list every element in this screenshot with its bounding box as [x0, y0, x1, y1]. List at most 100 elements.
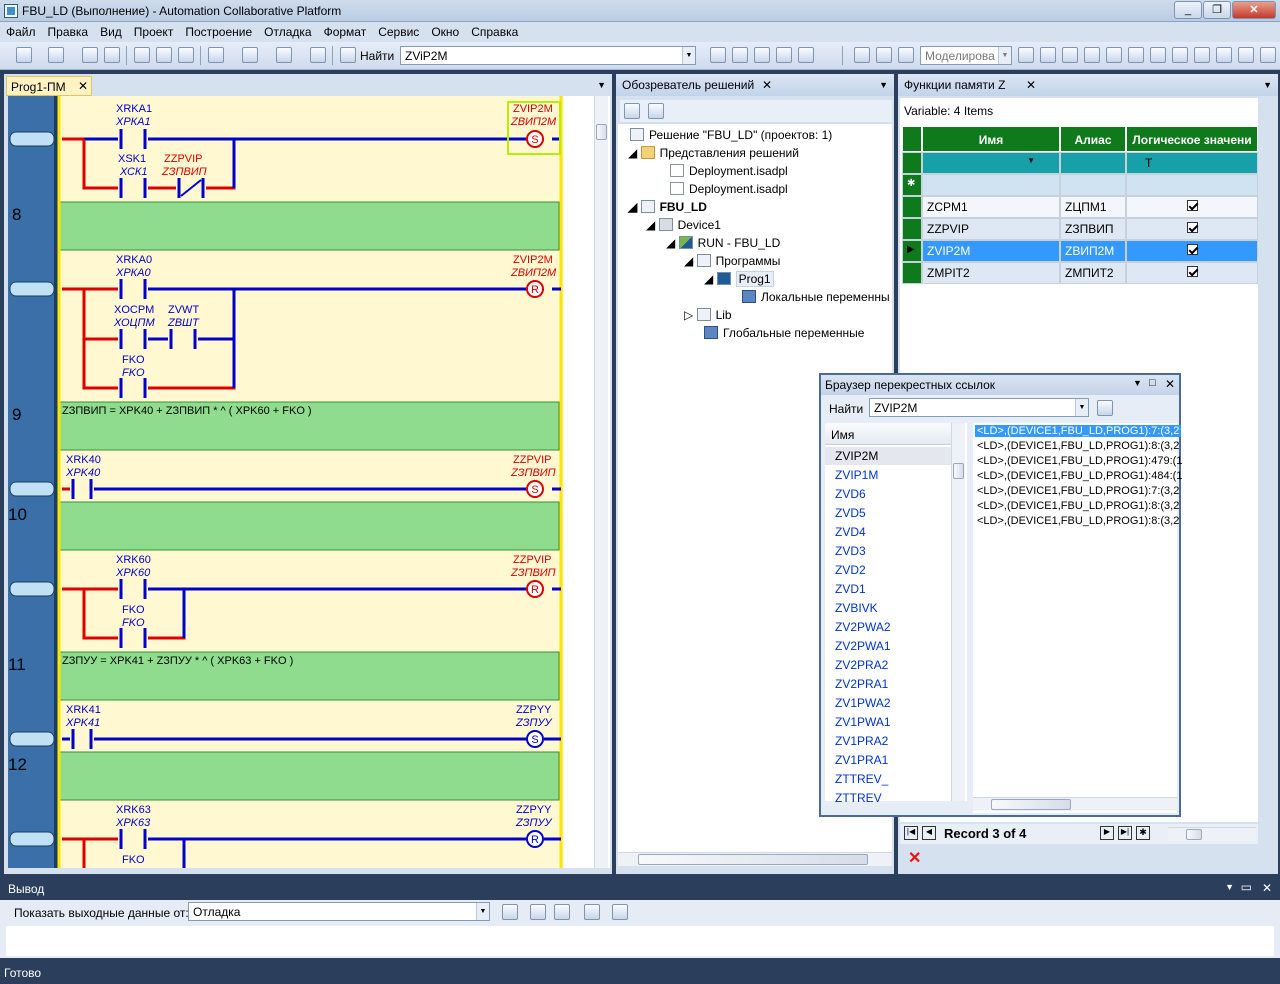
xref-refs-hscroll[interactable]	[973, 797, 1177, 811]
row2-name[interactable]: ZZPVIP	[922, 218, 1060, 240]
simulation-combo[interactable]: Моделирова▼	[920, 46, 1012, 65]
col-name[interactable]: Имя	[922, 126, 1060, 152]
more-icon[interactable]	[1260, 47, 1276, 63]
add-item-icon[interactable]	[48, 47, 64, 63]
menu-file[interactable]: Файл	[6, 25, 36, 39]
xref-name-item[interactable]: ZV2PRA2	[835, 658, 889, 672]
row4-bool[interactable]	[1126, 262, 1258, 284]
tree-solution[interactable]: Решение "FBU_LD" (проектов: 1)	[630, 128, 832, 142]
find-combo[interactable]: ZViP2M▼	[400, 46, 696, 65]
copy-icon[interactable]	[156, 47, 172, 63]
solution-explorer-icon[interactable]	[732, 47, 748, 63]
output-pin-icon[interactable]: ▭	[1240, 880, 1252, 894]
tree-programs[interactable]: ◢ Программы	[684, 254, 781, 268]
xref-find-combo[interactable]: ZVIP2M▼	[869, 398, 1089, 417]
col-alias[interactable]: Алиас	[1060, 126, 1126, 152]
xref-name-item[interactable]: ZVD2	[835, 563, 866, 577]
output-dropdown-icon[interactable]: ▼	[1225, 882, 1234, 892]
find-icon[interactable]	[340, 47, 356, 63]
checkbox-checked[interactable]	[1186, 266, 1198, 277]
row3-bool[interactable]	[1126, 240, 1258, 262]
memory-close-icon[interactable]: ✕	[1026, 78, 1037, 92]
menu-debug[interactable]: Отладка	[264, 25, 312, 39]
menu-help[interactable]: Справка	[471, 25, 519, 39]
xref-names-vscroll[interactable]	[951, 423, 965, 801]
word-wrap-icon[interactable]	[612, 904, 628, 920]
output-source-combo[interactable]: Отладка▼	[188, 902, 490, 921]
xref-name-item[interactable]: ZVD5	[835, 506, 866, 520]
monitor-icon[interactable]	[1150, 47, 1166, 63]
grid3-icon[interactable]	[898, 47, 914, 63]
last-record-button[interactable]: ▶|	[1118, 826, 1132, 840]
tab-prog1[interactable]: Prog1-ПМ ✕	[6, 76, 92, 96]
menu-tools[interactable]: Сервис	[378, 25, 420, 39]
delete-icon[interactable]: ✕	[908, 850, 922, 867]
start-icon[interactable]	[1018, 47, 1034, 63]
ld-canvas[interactable]: S XRKA1 ХРКА1 XSK1 ХСК1 ZZPVIP ZЗПВИП ZV…	[8, 96, 610, 868]
properties-icon[interactable]	[624, 103, 640, 119]
minimize-button[interactable]: _	[1174, 1, 1202, 19]
menu-view[interactable]: Вид	[100, 25, 122, 39]
tree-global-vars[interactable]: Глобальные переменные	[704, 326, 864, 340]
tree-prog1[interactable]: ◢ Prog1	[704, 271, 774, 287]
tree-deployment-2[interactable]: Deployment.isadpl	[670, 182, 788, 196]
step-out-icon[interactable]	[1106, 47, 1122, 63]
solution-close-icon[interactable]: ✕	[762, 78, 773, 92]
xref-name-item[interactable]: ZV2PRA1	[835, 677, 889, 691]
navigate-icon[interactable]	[276, 47, 292, 63]
save-all-icon[interactable]	[104, 47, 120, 63]
xref-reference-item[interactable]: <LD>,(DEVICE1,FBU_LD,PROG1):479:(1	[977, 455, 1183, 467]
menu-format[interactable]: Формат	[323, 25, 367, 39]
save-icon[interactable]	[82, 47, 98, 63]
paste-icon[interactable]	[178, 47, 194, 63]
tab-dropdown-icon[interactable]: ▼	[597, 80, 606, 90]
tree-local-vars[interactable]: Локальные переменны	[742, 290, 890, 304]
tab-close-icon[interactable]: ✕	[77, 79, 88, 93]
next-record-button[interactable]: ▶	[1100, 826, 1114, 840]
row1-bool[interactable]	[1126, 196, 1258, 218]
goto-icon[interactable]	[502, 904, 518, 920]
checkbox-checked[interactable]	[1186, 222, 1198, 233]
xref-name-item[interactable]: ZV1PWA1	[835, 715, 891, 729]
prev-record-button[interactable]: ◀	[922, 826, 936, 840]
cut-icon[interactable]	[134, 47, 150, 63]
xref-name-item[interactable]: ZV1PWA2	[835, 696, 891, 710]
filter-bool[interactable]: T	[1126, 152, 1258, 174]
grid-icon[interactable]	[854, 47, 870, 63]
memory-dropdown-icon[interactable]: ▼	[1263, 80, 1272, 90]
tree-deployment-1[interactable]: Deployment.isadpl	[670, 164, 788, 178]
xref-maximize-icon[interactable]: □	[1149, 377, 1156, 389]
xref-name-item[interactable]: ZTTREV	[835, 791, 882, 805]
menu-edit[interactable]: Правка	[47, 25, 89, 39]
xref-name-item[interactable]: ZV2PWA2	[835, 620, 891, 634]
xref-name-item[interactable]: ZVD3	[835, 544, 866, 558]
xref-name-item[interactable]: ZTTREV_	[835, 772, 889, 786]
watch-icon[interactable]	[1172, 47, 1188, 63]
next-message-icon[interactable]	[554, 904, 570, 920]
tree-views[interactable]: ◢ Представления решений	[628, 146, 799, 160]
device-icon[interactable]	[1216, 47, 1232, 63]
row2-alias[interactable]: ZЗПВИП	[1060, 218, 1126, 240]
xref-name-item[interactable]: ZV1PRA2	[835, 734, 889, 748]
undo-icon[interactable]	[208, 47, 224, 63]
xref-name-item[interactable]: ZV1PRA1	[835, 753, 889, 767]
row3-name[interactable]: ZVIP2M	[922, 240, 1060, 262]
xref-reference-item[interactable]: <LD>,(DEVICE1,FBU_LD,PROG1):8:(3,2	[977, 515, 1180, 527]
row4-name[interactable]: ZMPIT2	[922, 262, 1060, 284]
tree-run[interactable]: ◢ RUN - FBU_LD	[666, 236, 781, 250]
editor-vscroll[interactable]	[594, 96, 608, 868]
xref-close-icon[interactable]: ✕	[1165, 377, 1176, 391]
first-record-button[interactable]: |◀	[904, 826, 918, 840]
prev-message-icon[interactable]	[530, 904, 546, 920]
tools-icon[interactable]	[776, 47, 792, 63]
maximize-button[interactable]: ❐	[1203, 1, 1231, 19]
row2-bool[interactable]	[1126, 218, 1258, 240]
output-close-icon[interactable]: ✕	[1261, 881, 1272, 895]
close-button[interactable]: ✕	[1232, 1, 1276, 19]
new-record-button[interactable]: ✱	[1136, 826, 1150, 840]
solution-dropdown-icon[interactable]: ▼	[879, 80, 888, 90]
xref-reference-item[interactable]: <LD>,(DEVICE1,FBU_LD,PROG1):7:(3,2	[975, 425, 1182, 437]
xref-name-item[interactable]: ZV2PWA1	[835, 639, 891, 653]
xref-search-icon[interactable]	[1097, 400, 1113, 416]
step-icon[interactable]	[1062, 47, 1078, 63]
